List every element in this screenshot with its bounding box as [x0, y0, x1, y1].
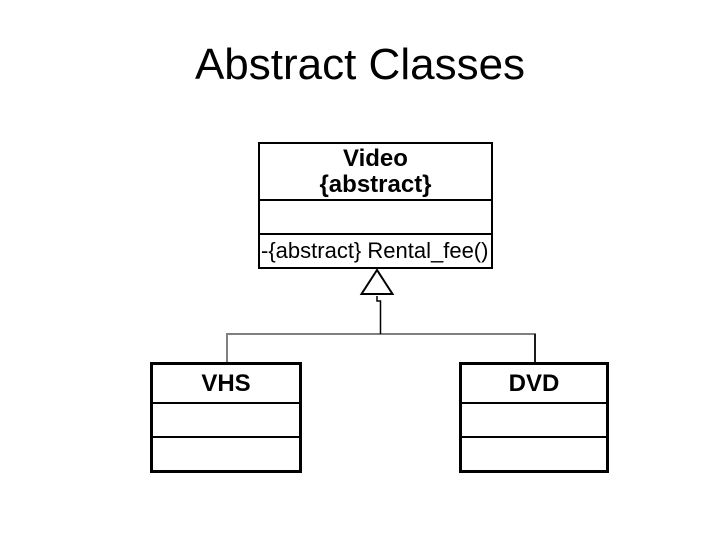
- video-name-compartment: Video {abstract}: [260, 144, 491, 199]
- vhs-operations-compartment: [153, 436, 299, 470]
- vhs-class-name: VHS: [201, 369, 251, 397]
- connector-stem-line: [376, 296, 382, 334]
- video-operations-compartment: -{abstract} Rental_fee(): [260, 233, 491, 267]
- slide-title: Abstract Classes: [194, 40, 526, 89]
- video-operation-label: -{abstract} Rental_fee(): [261, 238, 489, 263]
- video-stereotype-label: {abstract}: [319, 170, 432, 198]
- dvd-name-compartment: DVD: [462, 365, 606, 402]
- generalization-triangle-icon: [359, 268, 395, 295]
- dvd-attributes-compartment: [462, 402, 606, 436]
- class-box-video: Video {abstract} -{abstract} Rental_fee(…: [258, 142, 493, 269]
- dvd-operations-compartment: [462, 436, 606, 470]
- vhs-name-compartment: VHS: [153, 365, 299, 402]
- video-class-name: Video: [343, 144, 408, 172]
- video-attributes-compartment: [260, 199, 491, 233]
- class-box-vhs: VHS: [150, 362, 302, 473]
- dvd-class-name: DVD: [508, 369, 560, 397]
- class-box-dvd: DVD: [459, 362, 609, 473]
- vhs-attributes-compartment: [153, 402, 299, 436]
